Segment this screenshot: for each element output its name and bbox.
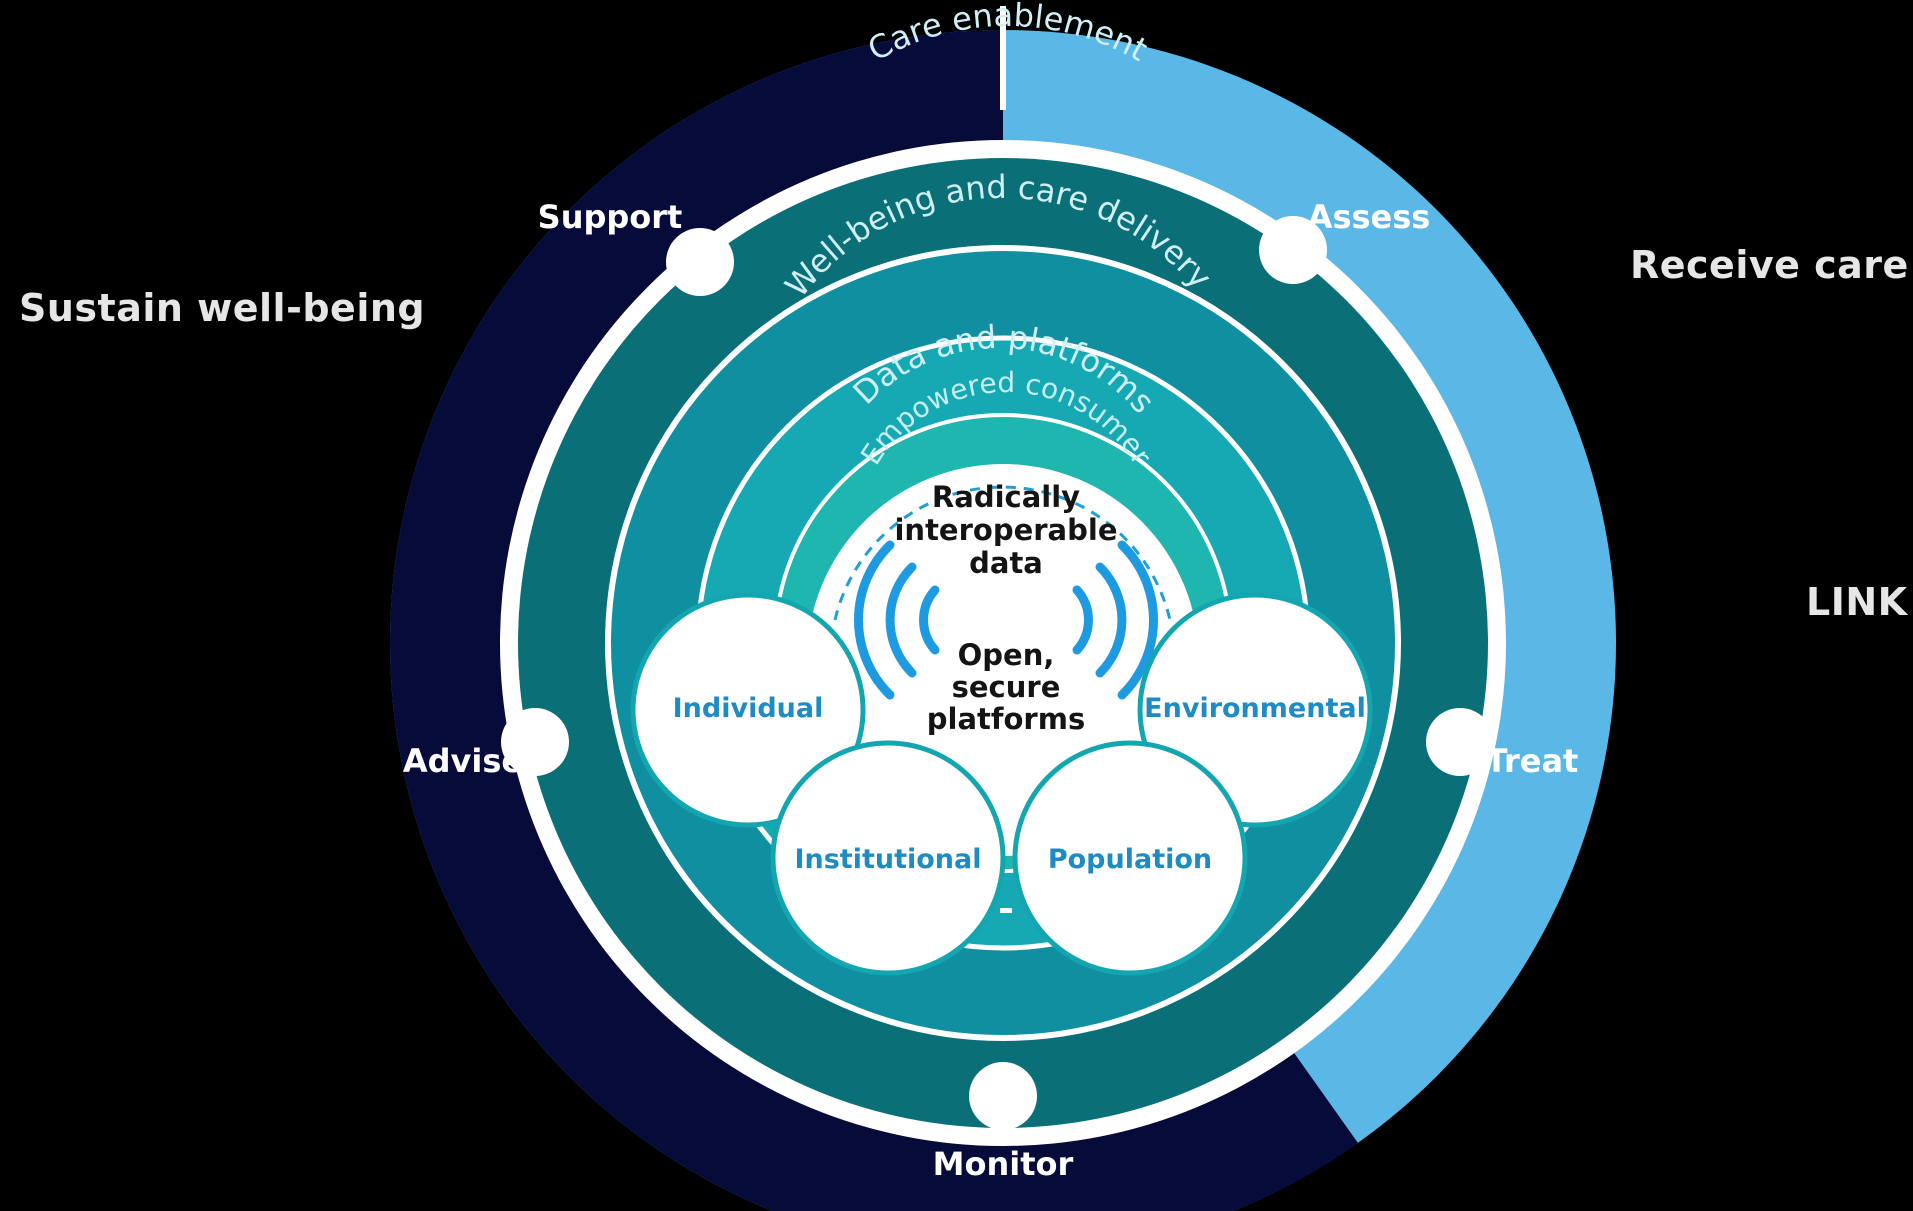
stage-support: Support — [538, 198, 683, 236]
signal-waves-left-icon — [853, 540, 940, 700]
stage-monitor: Monitor — [933, 1145, 1074, 1183]
sustain-well-being-label: Sustain well-being — [19, 286, 426, 330]
assess-notch — [1259, 216, 1327, 284]
stage-advise: Advise — [403, 742, 523, 780]
core-line-2: interoperable — [894, 513, 1117, 547]
stage-assess: Assess — [1308, 198, 1431, 236]
link-label[interactable]: LINK — [1806, 580, 1908, 624]
stage-treat: Treat — [1486, 742, 1579, 780]
bubble-environmental-label: Environmental — [1144, 693, 1366, 724]
advise-notch — [501, 708, 569, 776]
support-notch — [666, 228, 734, 296]
bubble-institutional-label: Institutional — [794, 844, 981, 875]
bubble-institutional: Institutional — [770, 740, 1006, 976]
signal-waves-right-icon — [1072, 540, 1159, 700]
center-dash-1 — [1002, 798, 1012, 802]
monitor-notch — [969, 1062, 1037, 1130]
core-line-1: Radically — [932, 480, 1080, 514]
center-dash-2 — [1000, 908, 1012, 913]
receive-care-label: Receive care — [1630, 243, 1909, 287]
stage-notches — [501, 216, 1494, 1130]
platform-line-2: secure — [952, 670, 1061, 704]
bubble-individual-label: Individual — [673, 693, 824, 724]
bubble-population-label: Population — [1048, 844, 1212, 875]
platform-line-3: platforms — [927, 702, 1085, 736]
bubble-population: Population — [1012, 740, 1248, 976]
core-line-3: data — [969, 546, 1043, 580]
platform-line-1: Open, — [958, 638, 1055, 672]
treat-notch — [1426, 708, 1494, 776]
bubble-individual: Individual — [630, 592, 866, 828]
